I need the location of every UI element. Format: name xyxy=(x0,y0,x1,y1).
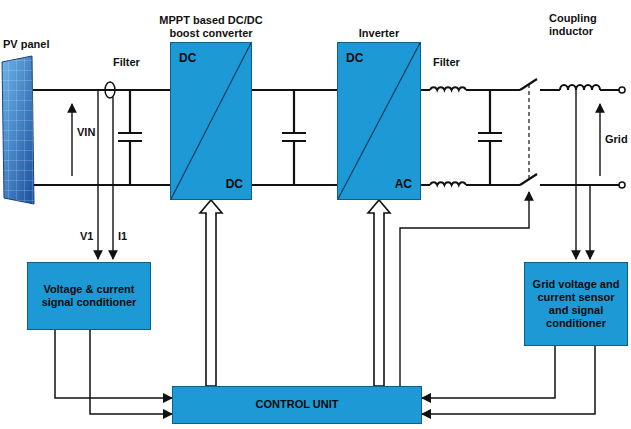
converter-diagonal xyxy=(171,43,251,199)
component-label: Filter xyxy=(112,56,141,69)
signal-connector xyxy=(422,346,555,398)
signal-connector xyxy=(422,346,595,414)
signal-name: I1 xyxy=(117,230,128,243)
sensor-box: Grid voltage and current sensor and sign… xyxy=(524,262,628,346)
inductor-winding xyxy=(560,85,600,90)
pv-panel xyxy=(2,56,34,204)
component-label: Coupling inductor xyxy=(548,12,614,37)
signal-connector xyxy=(55,330,172,398)
block-title: Inverter xyxy=(327,27,431,40)
block-title: MPPT based DC/DC boost converter xyxy=(159,14,263,40)
component-label: Filter xyxy=(432,56,461,69)
inductor-coils xyxy=(430,85,600,185)
signal-connector xyxy=(90,330,172,414)
box-label: DC xyxy=(179,51,196,65)
component-label: PV panel xyxy=(2,38,50,51)
current-sensor xyxy=(105,82,115,98)
inductor-winding xyxy=(430,182,466,185)
box-label: DC xyxy=(226,177,243,191)
control-signal-arrow xyxy=(368,200,390,386)
component-label: Grid xyxy=(604,133,629,146)
signal-name: VIN xyxy=(76,126,96,139)
converter-box: MPPT based DC/DC boost converterDCDC xyxy=(170,42,252,200)
control-box: CONTROL UNIT xyxy=(172,386,422,424)
signal-name: V1 xyxy=(79,230,94,243)
conditioner-box: Voltage & current signal conditioner xyxy=(27,262,151,330)
inverter-box: InverterDCAC xyxy=(337,42,421,200)
box-label: Voltage & current signal conditioner xyxy=(33,283,145,309)
box-label: AC xyxy=(395,177,412,191)
switch-linkage xyxy=(528,84,529,178)
grid-terminal xyxy=(619,87,625,93)
box-label: Grid voltage and current sensor and sign… xyxy=(530,278,622,331)
inductor-winding xyxy=(430,87,466,90)
wires xyxy=(33,79,620,185)
converter-diagonal xyxy=(338,43,420,199)
control-signal-arrow xyxy=(200,200,222,386)
sense-wires xyxy=(72,90,600,386)
box-label: DC xyxy=(346,51,363,65)
grid-terminal xyxy=(619,182,625,188)
box-label: CONTROL UNIT xyxy=(256,398,339,411)
